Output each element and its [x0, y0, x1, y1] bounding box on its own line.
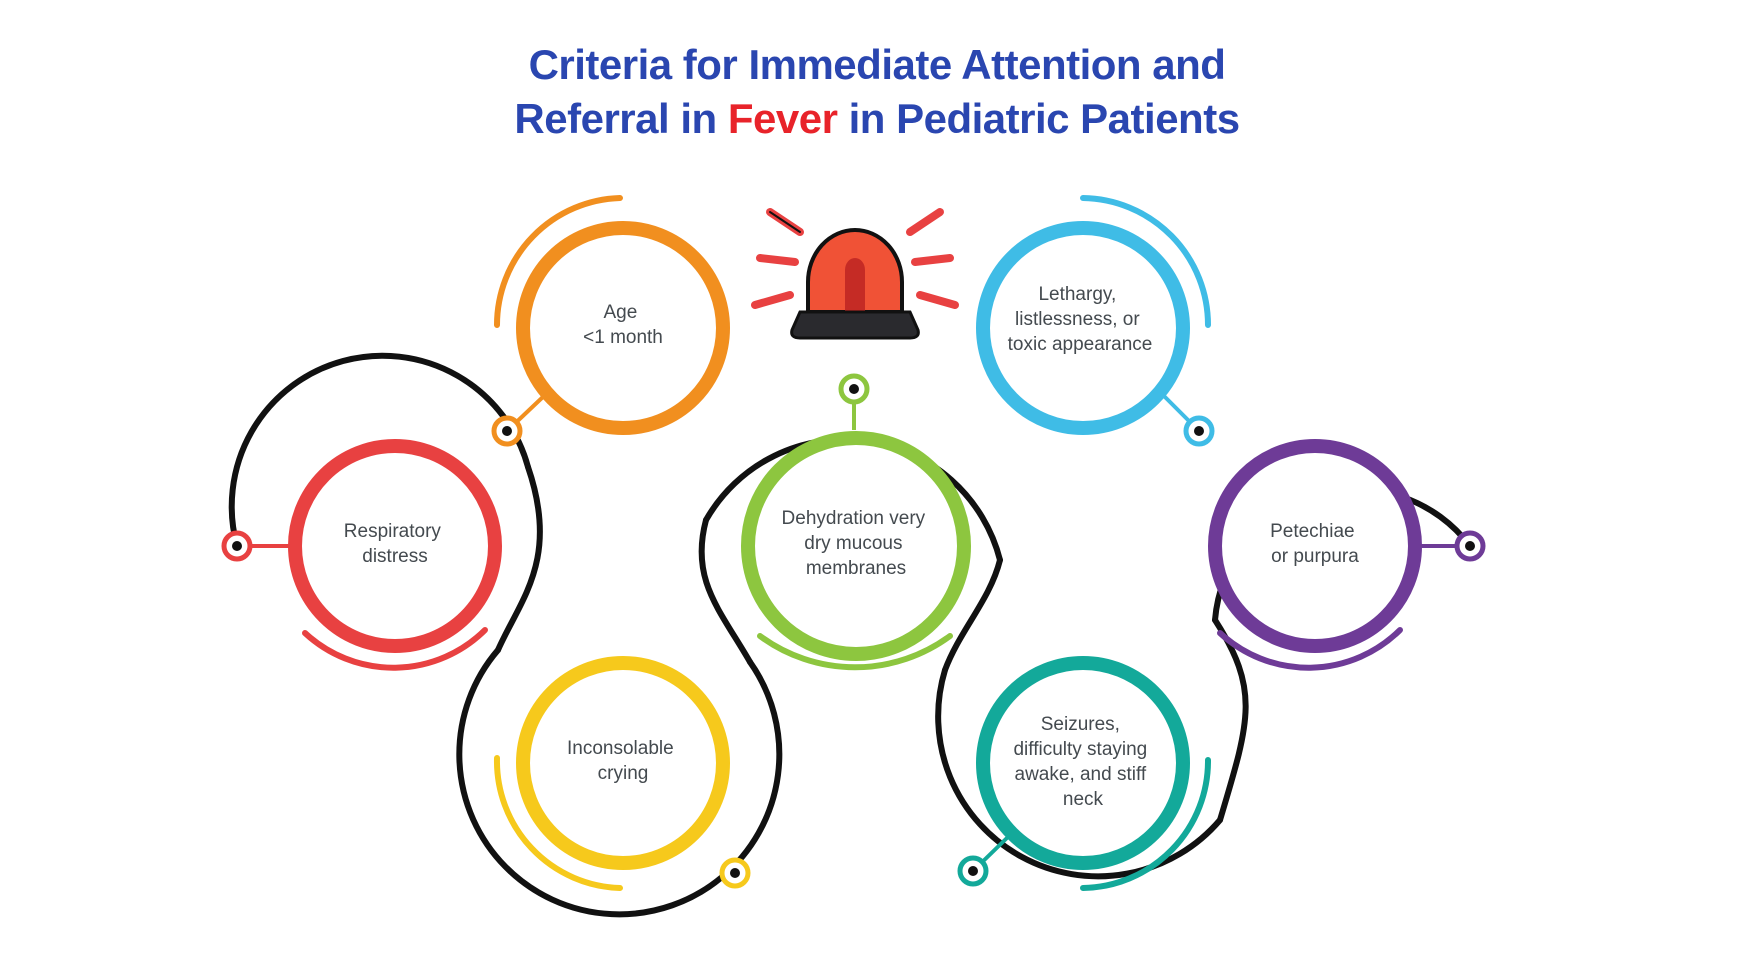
title-line-2-start: Referral in	[514, 95, 728, 142]
node-crying	[719, 857, 751, 889]
connector-middle-s-right	[942, 557, 1003, 673]
page-title: Criteria for Immediate Attention and Ref…	[0, 38, 1754, 146]
arc-crying	[493, 755, 623, 891]
label-age: Age <1 month	[583, 302, 663, 348]
circle-respiratory	[288, 439, 502, 653]
label-seizures: Seizures, difficulty staying awake, and …	[1013, 714, 1152, 810]
node-age	[491, 415, 523, 447]
label-lethargy-line-2: listlessness, or	[1015, 309, 1140, 330]
connector-middle-s-left	[698, 517, 753, 665]
circle-petechiae	[1208, 439, 1422, 653]
label-dehydration-line-1: Dehydration very	[782, 508, 926, 529]
label-age-line-1: Age	[603, 302, 637, 323]
circle-dehydration	[741, 431, 971, 661]
arc-lethargy	[1080, 195, 1211, 328]
label-petechiae-line-2: or purpura	[1271, 546, 1359, 567]
node-seizures	[957, 855, 989, 887]
connector-left-s-curve	[495, 464, 543, 653]
arc-age	[494, 195, 623, 328]
connector-nodes	[221, 373, 1486, 889]
node-respiratory	[221, 530, 253, 562]
arc-petechiae	[1217, 627, 1403, 671]
label-lethargy-line-3: toxic appearance	[1008, 334, 1153, 355]
title-line-2: Referral in Fever in Pediatric Patients	[0, 92, 1754, 146]
label-dehydration: Dehydration very dry mucous membranes	[782, 508, 931, 579]
criteria-labels: Age <1 month Respiratory distress Incons…	[344, 284, 1360, 810]
connector-seizures-arc	[935, 667, 1223, 880]
title-line-2-end: in Pediatric Patients	[837, 95, 1240, 142]
node-lethargy	[1183, 415, 1215, 447]
accent-arcs	[302, 195, 1403, 891]
label-age-line-2: <1 month	[583, 327, 663, 348]
label-seizures-line-1: Seizures,	[1041, 714, 1120, 735]
label-dehydration-line-2: dry mucous	[804, 533, 902, 554]
node-petechiae	[1454, 530, 1486, 562]
arc-seizures	[1080, 757, 1212, 891]
label-lethargy-line-1: Lethargy,	[1038, 284, 1116, 305]
label-seizures-line-4: neck	[1063, 789, 1104, 810]
label-petechiae-line-1: Petechiae	[1270, 521, 1355, 542]
circle-lethargy	[976, 221, 1190, 435]
label-crying: Inconsolable crying	[567, 738, 679, 784]
circle-crying	[516, 656, 730, 870]
title-accent-fever: Fever	[727, 95, 838, 142]
label-lethargy: Lethargy, listlessness, or toxic appeara…	[1008, 284, 1153, 355]
label-respiratory: Respiratory distress	[344, 521, 446, 567]
label-crying-line-2: crying	[598, 763, 649, 784]
alarm-siren-icon	[751, 208, 959, 340]
title-line-1: Criteria for Immediate Attention and	[528, 41, 1226, 88]
node-dehydration	[838, 373, 870, 405]
circle-seizures	[976, 656, 1190, 870]
label-respiratory-line-1: Respiratory	[344, 521, 442, 542]
connector-crying-arc	[456, 647, 783, 918]
label-petechiae: Petechiae or purpura	[1270, 521, 1360, 567]
arc-respiratory	[302, 627, 488, 671]
label-seizures-line-2: difficulty staying	[1013, 739, 1147, 760]
label-crying-line-1: Inconsolable	[567, 738, 674, 759]
circle-age	[516, 221, 730, 435]
label-seizures-line-3: awake, and stiff	[1015, 764, 1147, 785]
label-respiratory-line-2: distress	[362, 546, 427, 567]
arc-dehydration	[757, 633, 953, 671]
label-dehydration-line-3: membranes	[806, 558, 906, 579]
connector-respiratory-arc	[228, 352, 531, 549]
criteria-circles	[288, 221, 1422, 870]
